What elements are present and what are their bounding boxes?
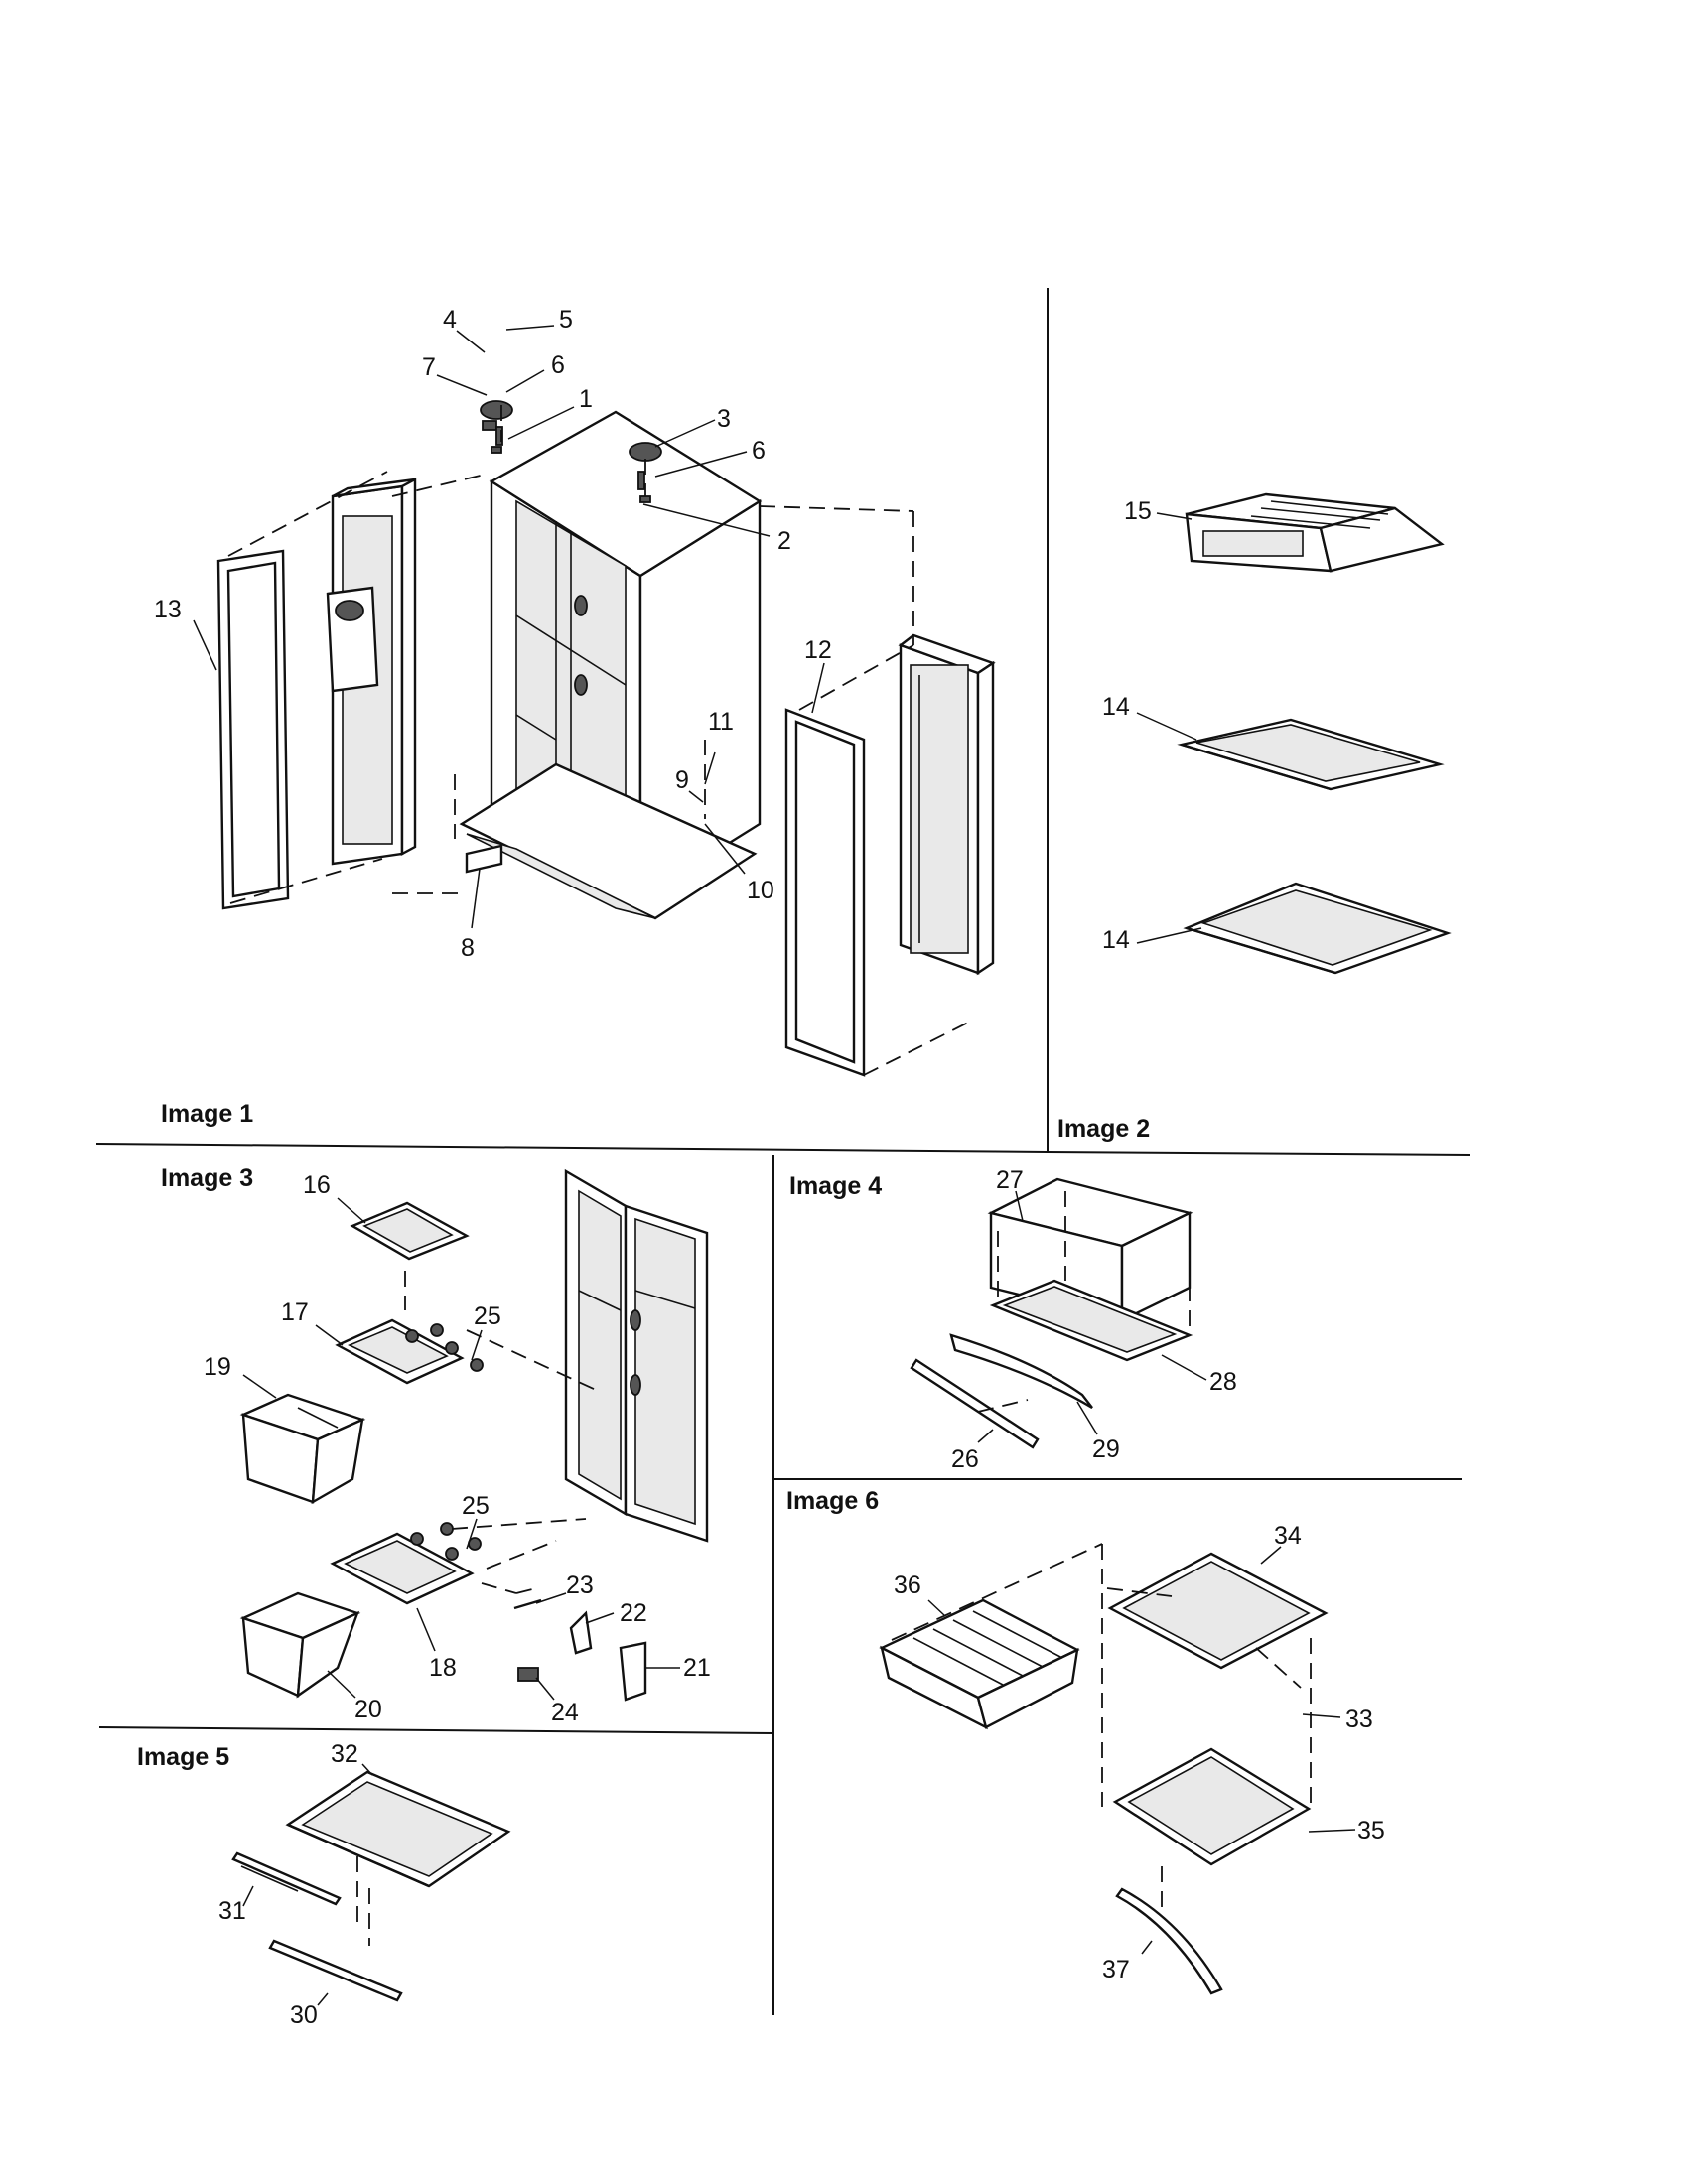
- callout-18: 18: [429, 1654, 457, 1682]
- image4-callouts: 27 28 29 26: [951, 1166, 1237, 1473]
- callout-8: 8: [461, 934, 475, 962]
- image1-callouts: 4 5 7 6 1 3 6 2 13 12 11 9 10 8: [154, 306, 832, 962]
- panel-caption-image5: Image 5: [137, 1743, 229, 1771]
- assembly-lines-3: [404, 1271, 597, 1594]
- panel-caption-image2: Image 2: [1057, 1115, 1150, 1143]
- callout-32: 32: [331, 1740, 358, 1768]
- crisper-19-part: [239, 1393, 366, 1505]
- callout-21: 21: [683, 1654, 711, 1682]
- glass-29-part: [949, 1333, 1093, 1410]
- callout-2: 2: [777, 527, 791, 555]
- callout-25a: 25: [474, 1302, 501, 1330]
- callout-27: 27: [996, 1166, 1024, 1194]
- assembly-lines-4: [977, 1191, 1191, 1413]
- shelf-bracket-31-part: [231, 1851, 342, 1906]
- basket-36-part: [879, 1598, 1080, 1730]
- crisper-20-part: [239, 1591, 361, 1699]
- cabinet-part: [459, 410, 763, 920]
- callout-26: 26: [951, 1445, 979, 1473]
- trim-30-part: [268, 1939, 403, 2002]
- drawer-frame-28-part: [989, 1279, 1193, 1362]
- fresh-food-gasket-part: [784, 708, 866, 1077]
- callout-23: 23: [566, 1571, 594, 1599]
- image4-group: 27 28 29 26 Image 4: [789, 1166, 1237, 1473]
- shelf-16-part: [350, 1201, 470, 1261]
- callout-5: 5: [559, 306, 573, 334]
- callout-3: 3: [717, 405, 731, 433]
- callout-16: 16: [303, 1171, 331, 1199]
- callout-7: 7: [422, 353, 436, 381]
- callout-36: 36: [894, 1571, 921, 1599]
- callout-37: 37: [1102, 1956, 1130, 1983]
- panel-caption-image1: Image 1: [161, 1100, 253, 1128]
- assembly-lines-1: [227, 405, 969, 1076]
- shelf-14b-part: [1183, 882, 1452, 975]
- callout-30: 30: [290, 2001, 318, 2029]
- callout-22: 22: [620, 1599, 647, 1627]
- callout-35: 35: [1357, 1817, 1385, 1844]
- callout-1: 1: [579, 385, 593, 413]
- shelf-34-part: [1107, 1552, 1329, 1670]
- image3-group: 16 17 25 19 25 18 20 23 22 21 24 Image 3: [161, 1164, 711, 1726]
- trim-26-part: [910, 1358, 1040, 1449]
- callout-34: 34: [1274, 1522, 1302, 1550]
- callout-12: 12: [804, 636, 832, 664]
- callout-11: 11: [708, 708, 734, 736]
- panel-caption-image6: Image 6: [786, 1487, 879, 1515]
- assembly-lines-6: [891, 1543, 1312, 1911]
- image2-group: 15 14 14 Image 2: [1057, 492, 1452, 1143]
- panel-caption-image4: Image 4: [789, 1172, 882, 1200]
- callout-10: 10: [747, 877, 774, 904]
- callout-24: 24: [551, 1699, 579, 1726]
- shelf-32-part: [285, 1770, 511, 1888]
- callout-9: 9: [675, 766, 689, 794]
- image3-callouts: 16 17 25 19 25 18 20 23 22 21 24: [204, 1171, 711, 1726]
- image2-callouts: 15 14 14: [1102, 497, 1202, 954]
- callout-31: 31: [218, 1897, 246, 1925]
- callout-6a: 6: [551, 351, 565, 379]
- callout-15: 15: [1124, 497, 1152, 525]
- callout-29: 29: [1092, 1435, 1120, 1463]
- shelf-14a-part: [1177, 718, 1445, 791]
- callout-14b: 14: [1102, 926, 1130, 954]
- image5-callouts: 32 31 30: [218, 1740, 373, 2029]
- freezer-gasket-part: [216, 549, 290, 910]
- assembly-lines-5: [356, 1856, 370, 1946]
- callout-25b: 25: [462, 1492, 490, 1520]
- callout-28: 28: [1209, 1368, 1237, 1396]
- image6-group: 36 34 33 35 37 Image 6: [786, 1487, 1385, 1995]
- base-grille-part: [465, 844, 503, 874]
- callout-6b: 6: [752, 437, 766, 465]
- callout-14a: 14: [1102, 693, 1130, 721]
- callout-13: 13: [154, 596, 182, 623]
- callout-20: 20: [354, 1696, 382, 1723]
- fresh-food-door-part: [898, 633, 996, 976]
- trim-37-part: [1115, 1887, 1223, 1995]
- panel-dividers: [95, 288, 1471, 2015]
- image6-callouts: 36 34 33 35 37: [894, 1522, 1385, 1983]
- callout-4: 4: [443, 306, 457, 334]
- panel-caption-image3: Image 3: [161, 1164, 253, 1192]
- image5-group: 32 31 30 Image 5: [137, 1740, 511, 2029]
- shelf-17-part: [335, 1318, 465, 1385]
- callout-17: 17: [281, 1298, 309, 1326]
- crisper-cover-part: [1185, 492, 1445, 573]
- liner-part: [564, 1168, 709, 1543]
- callout-33: 33: [1345, 1706, 1373, 1733]
- shelf-35-part: [1112, 1747, 1312, 1866]
- freezer-door-part: [326, 477, 417, 866]
- image1-group: 4 5 7 6 1 3 6 2 13 12 11 9 10 8 Image 1: [154, 306, 996, 1128]
- callout-19: 19: [204, 1353, 231, 1381]
- shelf-18-part: [330, 1532, 475, 1605]
- small-hardware-parts: [405, 1323, 647, 1702]
